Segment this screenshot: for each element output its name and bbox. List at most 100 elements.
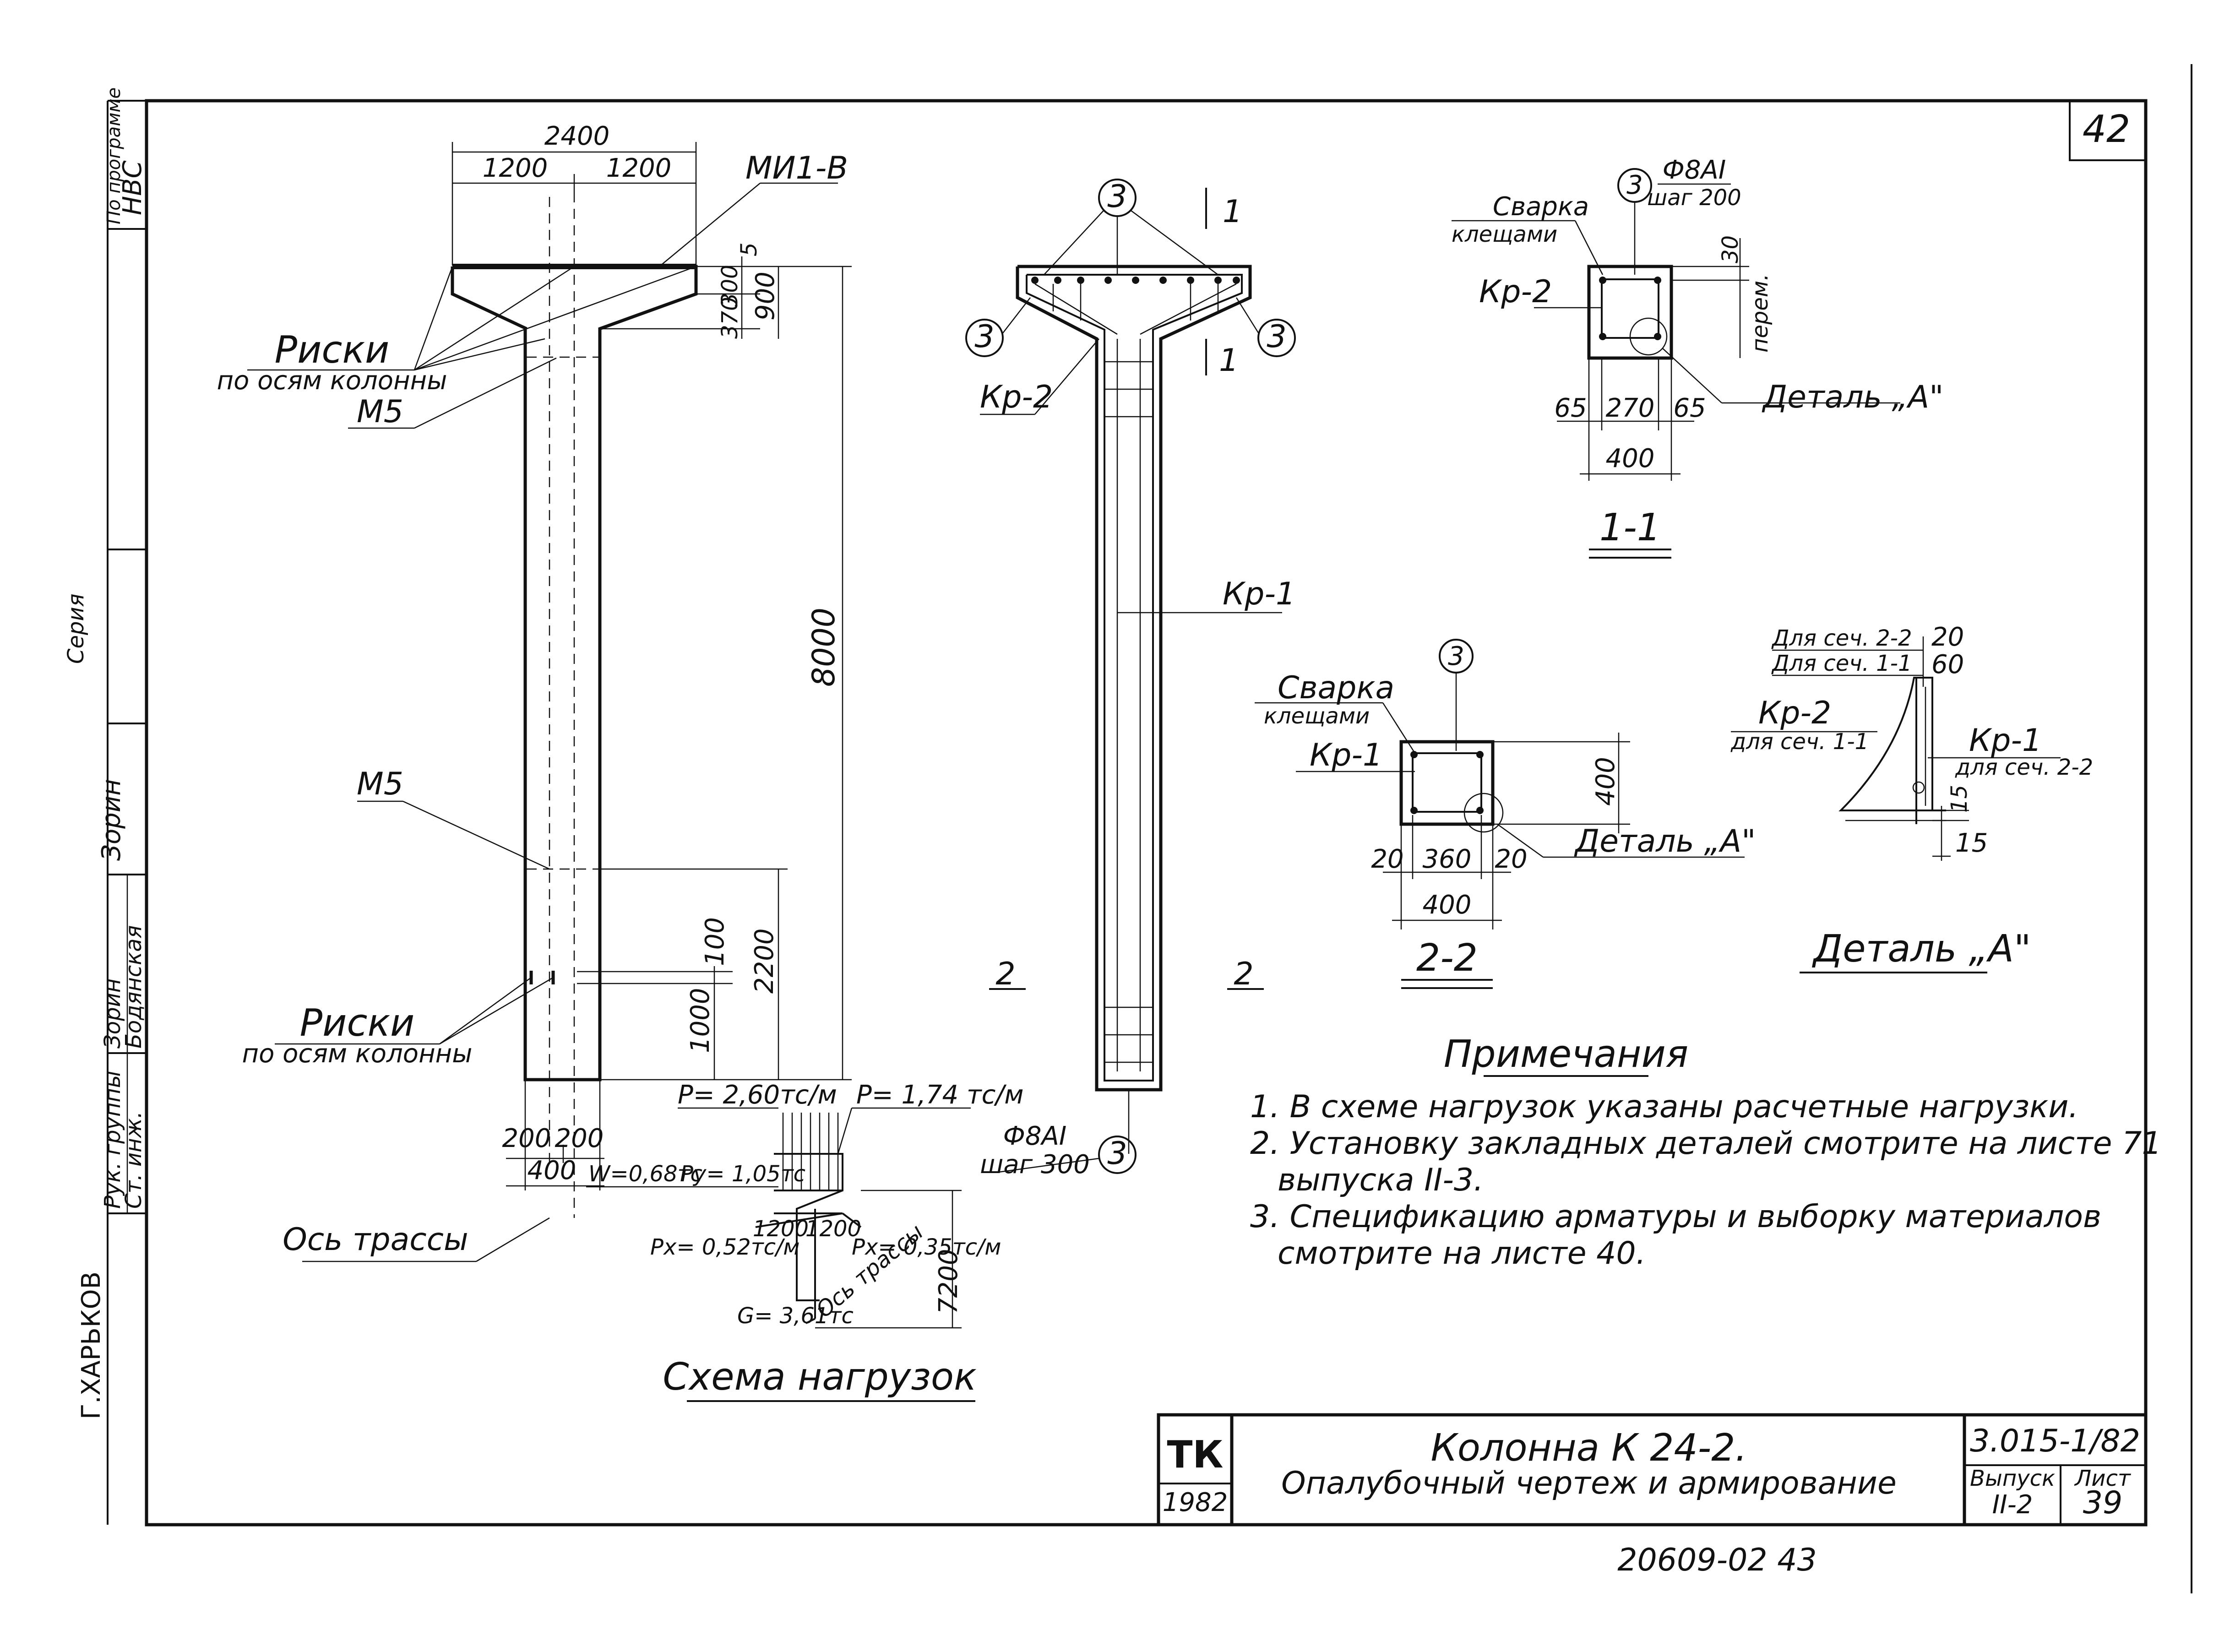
dim-100: 100 [700, 917, 730, 966]
detail-val-2: 60 [1931, 650, 1964, 679]
detail-dim-15-bottom: 15 [1955, 828, 1988, 858]
title-main: Колонна К 24-2. [1431, 1426, 1747, 1470]
section2-dim-360: 360 [1423, 844, 1472, 874]
notes-title: Примечания [1444, 1032, 1688, 1076]
label-riski-top-sub: по осям колонны [217, 366, 447, 396]
detail-line-2: Для сеч. 1-1 [1771, 651, 1912, 676]
load-scheme: P= 2,60тс/м P= 1,74 тс/м W=0,68тс Py= 1,… [586, 1080, 1024, 1402]
cut-mark-2-left: 2 [995, 956, 1015, 992]
marker-3-left: 3 [974, 319, 994, 355]
label-riski-bottom: Риски [300, 1001, 415, 1045]
dim-2200: 2200 [750, 928, 779, 994]
load-d2: 1200 [805, 1216, 861, 1242]
detail-title: Деталь „А" [1812, 927, 2031, 971]
note-3-cont: смотрите на листе 40. [1278, 1235, 1646, 1272]
title-issue: II-2 [1992, 1490, 2033, 1520]
stamp-program: По программе [103, 87, 125, 224]
sheet-number: 42 [2083, 108, 2130, 151]
title-sheet-label: Лист [2074, 1466, 2132, 1491]
note-1: 1. В схеме нагрузок указаны расчетные на… [1250, 1089, 2078, 1125]
detail-line-1: Для сеч. 2-2 [1771, 625, 1912, 651]
load-scheme-title: Схема нагрузок [663, 1355, 976, 1399]
dim-900: 900 [751, 272, 780, 321]
stamp-role-1: Рук. группы [100, 1071, 125, 1209]
section1-marker: 3 [1626, 170, 1643, 200]
title-code: 3.015-1/82 [1970, 1423, 2140, 1459]
load-d1: 1200 [753, 1216, 809, 1242]
load-p-left: P= 2,60тс/м [678, 1080, 837, 1110]
section1-dim-270: 270 [1606, 393, 1655, 423]
title-sheet: 39 [2083, 1485, 2123, 1521]
stamp-role-2: Ст. инж. [121, 1111, 147, 1209]
marker-circle-right [1257, 319, 1296, 357]
marker-circle-left [965, 319, 1004, 357]
stamp-institute: Г.ХАРЬКОВ [76, 1272, 106, 1419]
reinforcement-view: 3 3 3 3 Кр-2 Кр-1 Ф8АI шаг 300 1 1 2 2 [965, 179, 1296, 1179]
section1-weld-sub: клещами [1452, 222, 1557, 247]
detail-val-1: 20 [1931, 622, 1964, 652]
note-3: 3. Спецификацию арматуры и выборку матер… [1250, 1199, 2101, 1235]
section-1-1: 3 Ф8АI шаг 200 Сварка клещами Кр-2 Детал… [1452, 155, 1943, 559]
section1-kr: Кр-2 [1479, 274, 1552, 310]
load-height: 7200 [934, 1249, 963, 1314]
title-issue-label: Выпуск [1970, 1466, 2055, 1491]
side-stamp: По программе НВС Серия Рук. группы Ст. и… [63, 87, 147, 1419]
cut-mark-2-right: 2 [1234, 956, 1253, 992]
note-2: 2. Установку закладных деталей смотрите … [1250, 1125, 2162, 1162]
cut-mark-1-top: 1 [1223, 194, 1242, 230]
section2-detail: Деталь „А" [1574, 823, 1756, 859]
section-2-2: 3 Сварка клещами Кр-1 Деталь „А" 400 20 … [1255, 639, 1756, 989]
detail-kr2: Кр-2 [1758, 695, 1831, 731]
section2-dim-400-h: 400 [1423, 890, 1472, 920]
section2-weld: Сварка [1278, 670, 1394, 706]
label-riski-top: Риски [275, 328, 390, 372]
dim-5: 5 [736, 242, 762, 256]
dim-8000: 8000 [806, 608, 842, 687]
section1-dim-65-left: 65 [1554, 393, 1587, 423]
note-2-cont: выпуска II-3. [1278, 1162, 1484, 1198]
detail-dim-15-top: 15 [1947, 785, 1972, 813]
detail-kr1: Кр-1 [1969, 723, 2042, 759]
load-g: G= 3,61тс [737, 1303, 854, 1329]
label-mi1v: МИ1-В [745, 150, 848, 186]
label-m5-mid: М5 [357, 766, 403, 802]
section1-weld: Сварка [1493, 192, 1589, 222]
section2-kr: Кр-1 [1310, 737, 1382, 773]
section1-dim-30: 30 [1718, 235, 1743, 263]
marker-circle-bottom [1098, 1136, 1137, 1174]
title-block: ТК 1982 Колонна К 24-2. Опалубочный черт… [1157, 1413, 2148, 1527]
label-step-view: шаг 300 [980, 1150, 1090, 1179]
load-px-left: Px= 0,52тс/м [650, 1234, 799, 1260]
section2-dim-400-v: 400 [1591, 757, 1621, 806]
marker-3-bottom: 3 [1107, 1136, 1127, 1172]
detail-kr2-sub: для сеч. 1-1 [1730, 729, 1869, 755]
dim-1200-right: 1200 [606, 153, 672, 183]
stamp-series: Серия [63, 593, 89, 664]
dim-200-left: 200 [502, 1124, 551, 1153]
footer-number: 20609-02 43 [1617, 1542, 1817, 1578]
section1-dim-400: 400 [1606, 444, 1655, 473]
section2-dim-20-right: 20 [1495, 844, 1527, 874]
marker-3-right: 3 [1267, 319, 1286, 355]
load-p-right: P= 1,74 тс/м [856, 1080, 1024, 1110]
title-subtitle: Опалубочный чертеж и армирование [1281, 1465, 1897, 1501]
stamp-program-code: НВС [118, 160, 147, 215]
dim-370: 370 [717, 297, 743, 339]
stamp-signature-1: Зорин [97, 779, 126, 861]
dim-2400: 2400 [544, 121, 610, 151]
label-bar-spec-view: Ф8АI [1003, 1121, 1067, 1151]
marker-3-top: 3 [1107, 179, 1127, 215]
label-riski-bottom-sub: по осям колонны [242, 1039, 472, 1069]
title-year: 1982 [1163, 1488, 1228, 1517]
stamp-name-2: Бодянская [121, 925, 147, 1049]
dim-300: 300 [717, 265, 743, 307]
load-w: W=0,68тс [588, 1161, 702, 1187]
section2-marker: 3 [1448, 641, 1464, 671]
label-axis: Ось трассы [283, 1222, 468, 1258]
cut-mark-1-bottom: 1 [1219, 342, 1239, 379]
stamp-name-1: Зорин [100, 978, 125, 1049]
dim-1200-left: 1200 [483, 153, 548, 183]
notes: Примечания 1. В схеме нагрузок указаны р… [1250, 1032, 2162, 1272]
section1-bar-spec: Ф8АI [1663, 155, 1726, 185]
title-logo: ТК [1167, 1433, 1224, 1477]
